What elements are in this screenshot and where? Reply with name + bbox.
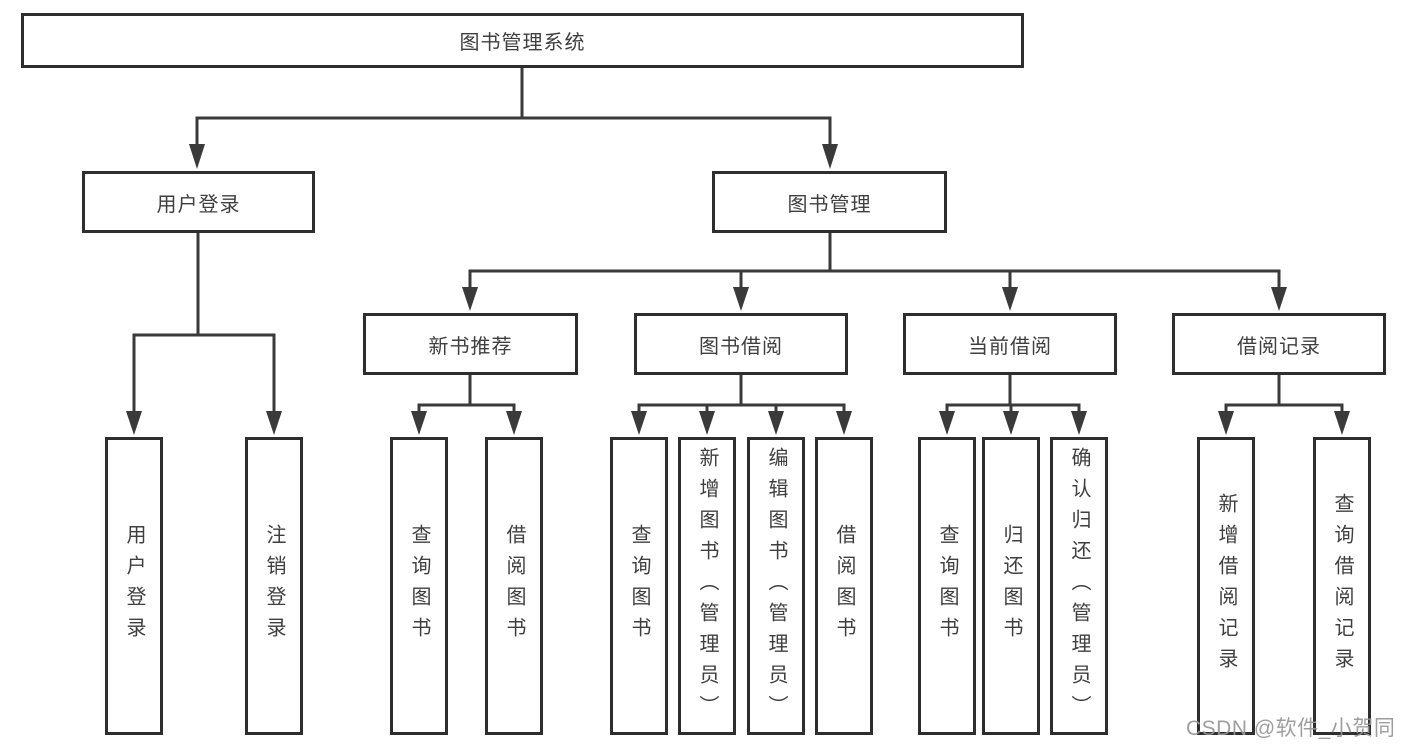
leaf-query-borrow-record: 查询借阅记录 xyxy=(1313,437,1371,735)
leaf-label: 查询借阅记录 xyxy=(1331,493,1353,679)
node-new-book-recommend: 新书推荐 xyxy=(363,313,578,375)
leaf-label: 新增借阅记录 xyxy=(1215,493,1237,679)
leaf-label: 注销登录 xyxy=(263,524,285,648)
node-current-borrowing: 当前借阅 xyxy=(903,313,1117,375)
leaf-label: 借阅图书 xyxy=(833,524,855,648)
leaf-return-book: 归还图书 xyxy=(982,437,1040,735)
leaf-borrow-books-recommend: 借阅图书 xyxy=(485,437,543,735)
leaf-borrow-books-borrowing: 借阅图书 xyxy=(815,437,873,735)
leaf-label: 编辑图书（管理员） xyxy=(765,446,787,726)
leaf-edit-book-admin: 编辑图书（管理员） xyxy=(747,437,805,735)
leaf-add-borrow-record: 新增借阅记录 xyxy=(1197,437,1255,735)
leaf-logout: 注销登录 xyxy=(245,437,303,735)
watermark-text: CSDN @软件_小贺同学 xyxy=(1186,717,1396,740)
leaf-label: 用户登录 xyxy=(123,524,145,648)
node-book-borrowing: 图书借阅 xyxy=(634,313,848,375)
leaf-add-book-admin: 新增图书（管理员） xyxy=(678,437,736,735)
leaf-confirm-return-admin: 确认归还（管理员） xyxy=(1050,437,1108,735)
leaf-query-books-recommend: 查询图书 xyxy=(390,437,448,735)
node-borrowing-records: 借阅记录 xyxy=(1172,313,1386,375)
leaf-query-books-borrowing: 查询图书 xyxy=(610,437,668,735)
leaf-label: 新增图书（管理员） xyxy=(696,446,718,726)
node-user-login-branch: 用户登录 xyxy=(82,171,315,233)
node-book-management-branch: 图书管理 xyxy=(712,171,947,233)
leaf-label: 确认归还（管理员） xyxy=(1068,446,1090,726)
node-library-system: 图书管理系统 xyxy=(21,13,1024,68)
leaf-label: 查询图书 xyxy=(936,524,958,648)
leaf-label: 查询图书 xyxy=(408,524,430,648)
leaf-label: 归还图书 xyxy=(1000,524,1022,648)
leaf-label: 借阅图书 xyxy=(503,524,525,648)
leaf-label: 查询图书 xyxy=(628,524,650,648)
leaf-user-login: 用户登录 xyxy=(105,437,163,735)
leaf-query-books-current: 查询图书 xyxy=(918,437,976,735)
